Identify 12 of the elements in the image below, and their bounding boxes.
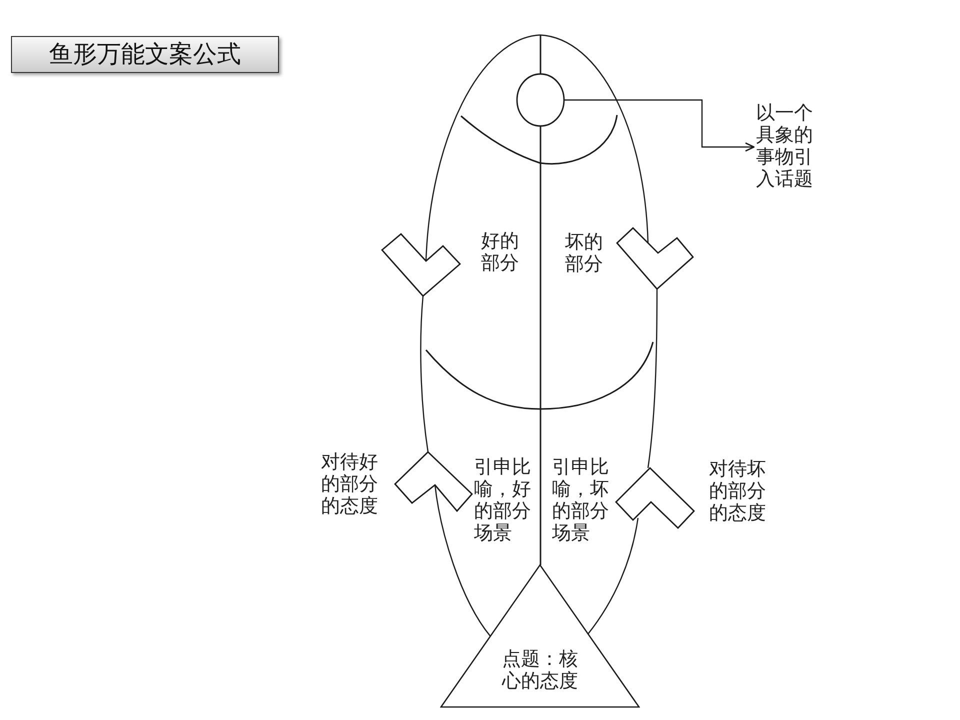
section-label: 引申比喻，坏的部分场景 xyxy=(552,456,610,544)
eye-circle xyxy=(516,73,565,127)
section-label: 坏的部分 xyxy=(565,231,604,275)
triangle-shape xyxy=(440,564,640,708)
section-label: 好的部分 xyxy=(481,230,520,274)
callout-text: 以一个具象的事物引入话题 xyxy=(756,102,817,190)
section-label: 对待好的部分的态度 xyxy=(321,451,379,517)
section-label: 引申比喻，好的部分场景 xyxy=(474,456,532,544)
connector-arrow xyxy=(564,99,755,152)
section-label: 对待坏的部分的态度 xyxy=(709,458,767,524)
title-banner: 鱼形万能文案公式 xyxy=(11,36,279,73)
triangle-label: 点题：核心的态度 xyxy=(500,648,579,692)
